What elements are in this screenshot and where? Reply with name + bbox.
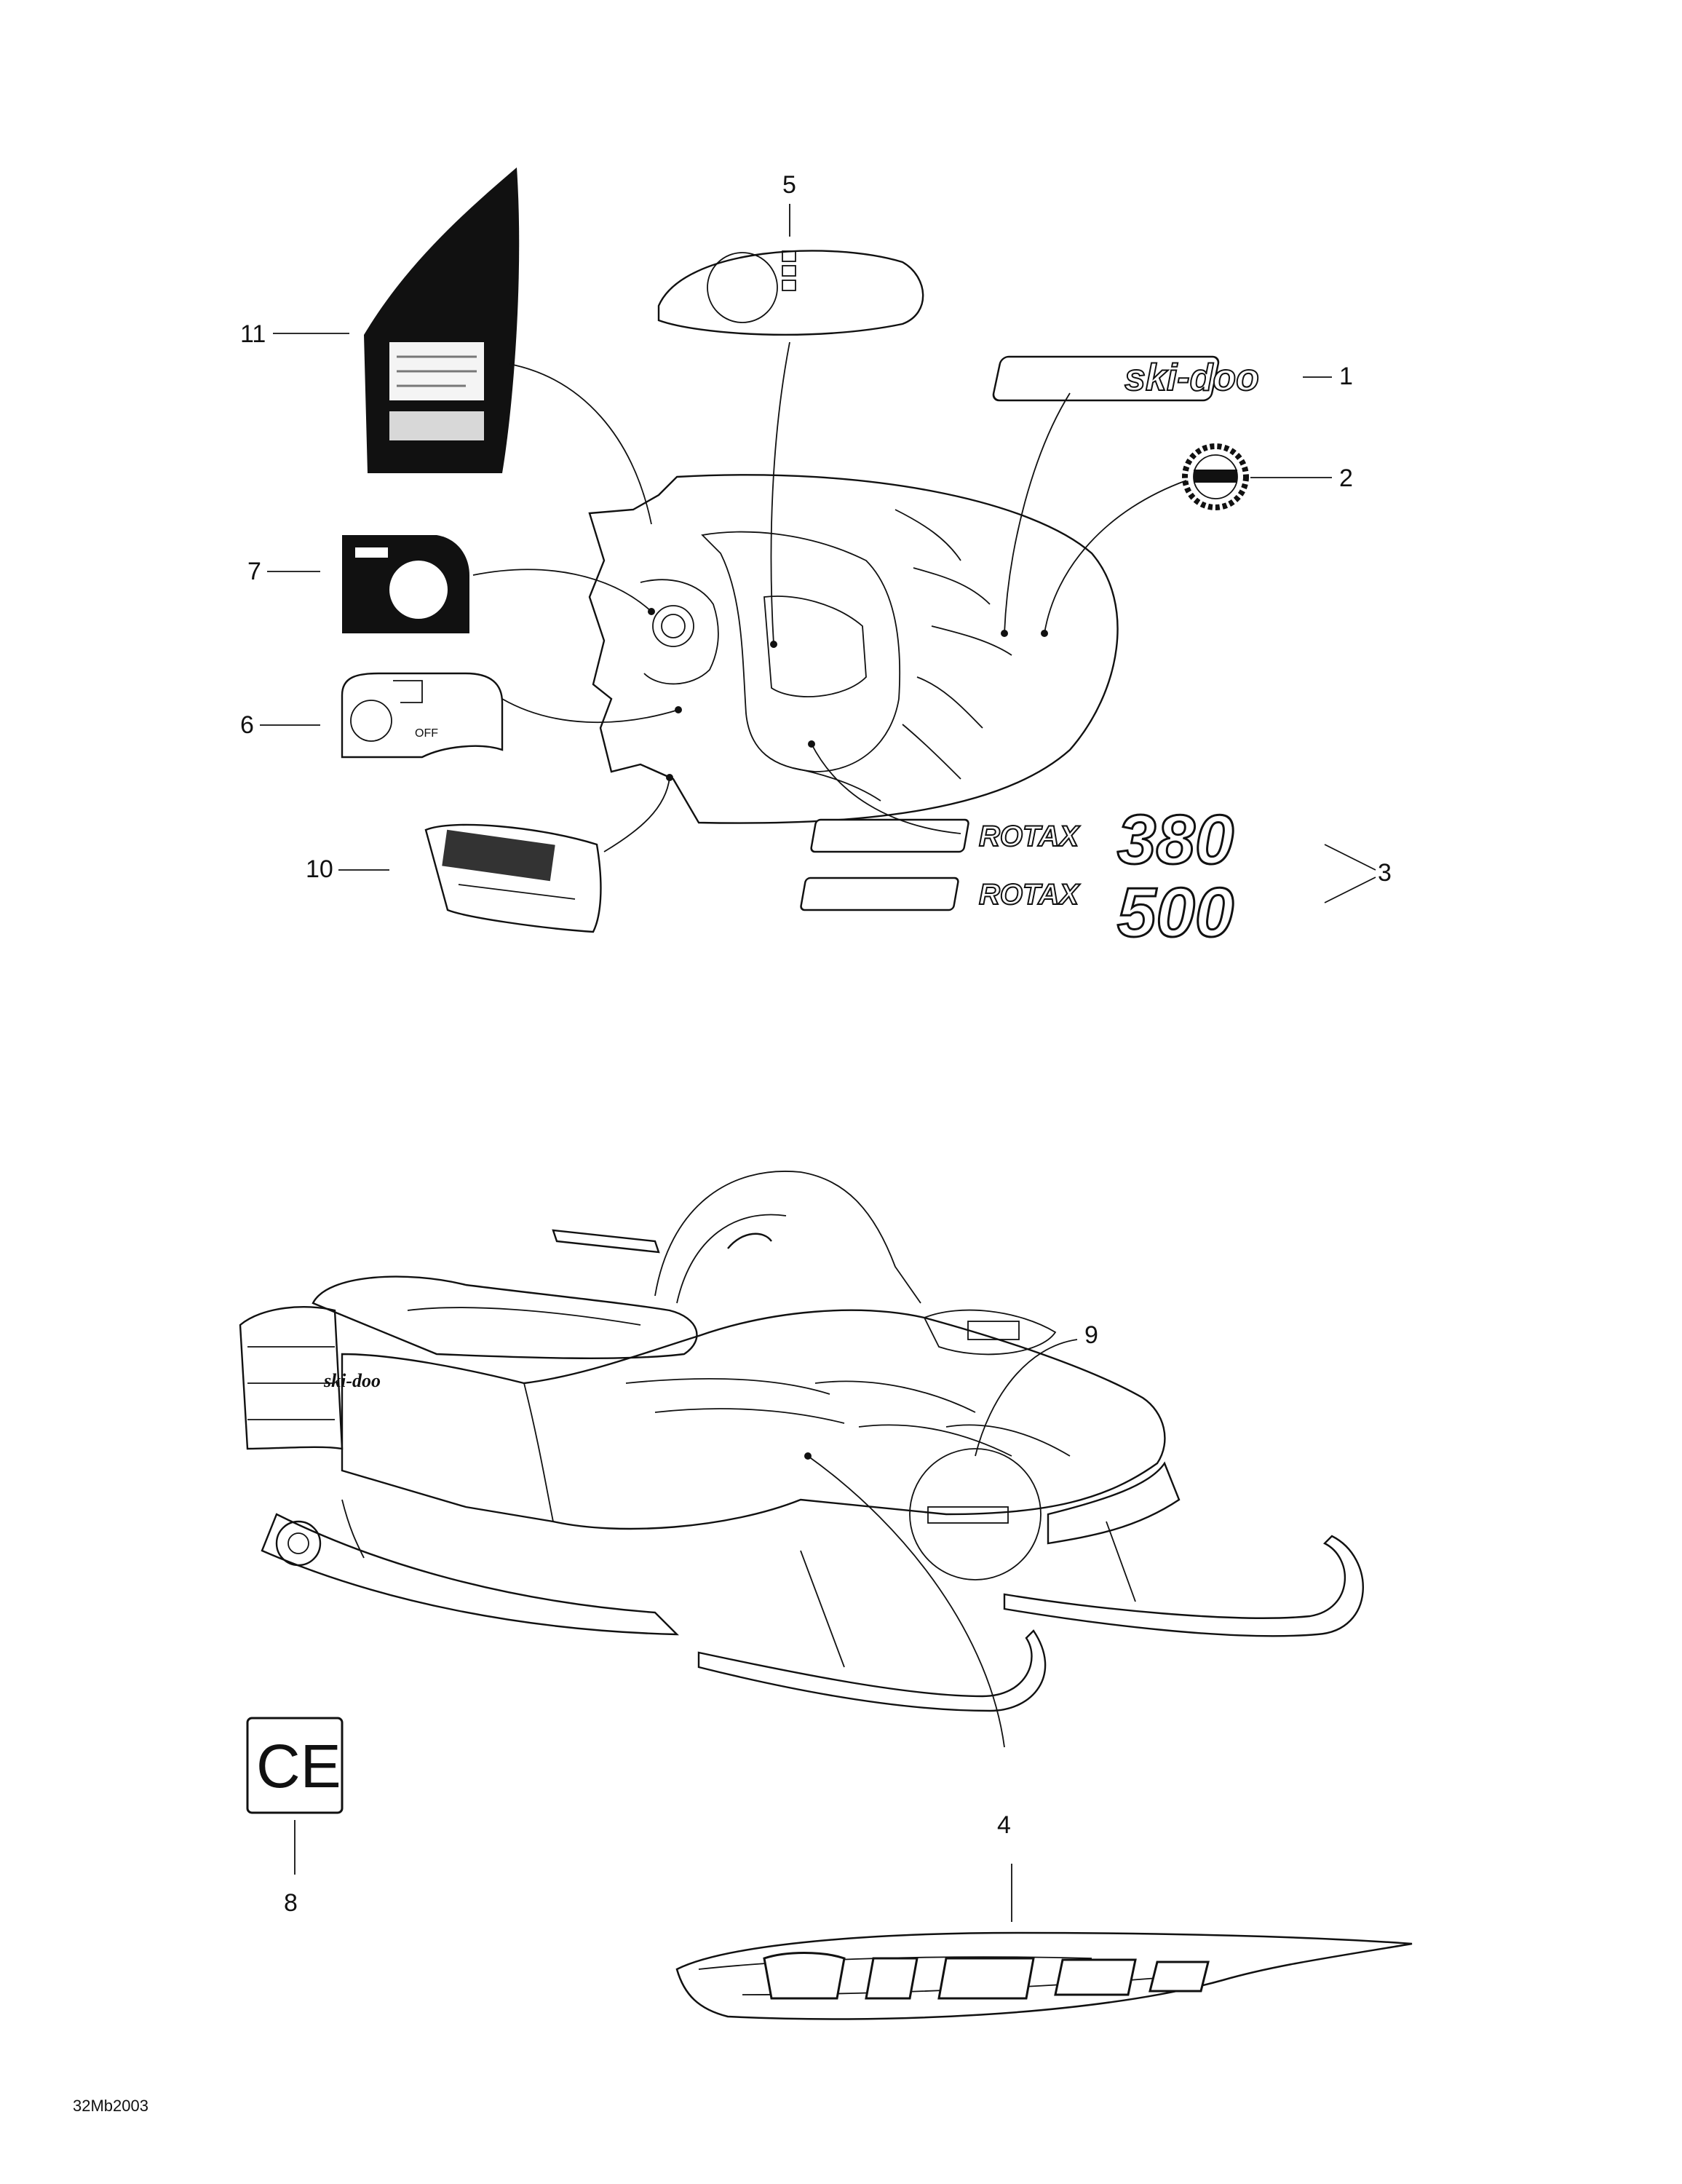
callout-6: 6	[240, 711, 254, 739]
callout-1: 1	[1339, 363, 1353, 390]
callout-10: 10	[306, 855, 333, 883]
hood-top-view	[588, 474, 1119, 824]
skidoo-logo-text: ski-doo	[1124, 357, 1259, 399]
callout-3: 3	[1378, 859, 1392, 887]
decal-3-rotax-logos: ROTAX 380 ROTAX 500	[800, 743, 1376, 953]
svg-text:OFF: OFF	[415, 727, 438, 740]
decal-2-gear-emblem	[1044, 443, 1249, 634]
rotax-word-2: ROTAX	[979, 879, 1080, 911]
callout-11: 11	[240, 320, 266, 348]
decal-6-switch-label: OFF	[341, 672, 679, 759]
ce-mark-text: CE	[256, 1732, 341, 1800]
callout-2: 2	[1339, 464, 1353, 492]
rotax-word-1: ROTAX	[979, 820, 1080, 852]
callout-9: 9	[1084, 1321, 1098, 1349]
rotax-380: 380	[1117, 801, 1234, 879]
decal-11-warning-label	[364, 167, 652, 525]
decal-5-oval-panel	[657, 250, 924, 645]
callout-4: 4	[997, 1811, 1011, 1839]
decal-8-ce-mark: CE	[246, 1717, 344, 1875]
figure-code: 32Mb2003	[73, 2097, 148, 2115]
snowmobile-side-view: ski-doo	[239, 1171, 1364, 1748]
rotax-500: 500	[1117, 874, 1234, 951]
decal-4-script-stripe	[675, 1864, 1413, 2020]
decal-7-dark-label	[342, 535, 652, 633]
callout-7: 7	[247, 558, 261, 585]
callout-8: 8	[284, 1889, 298, 1917]
tunnel-skidoo-text: ski-doo	[323, 1370, 381, 1391]
decal-1-skidoo-logo: ski-doo	[992, 355, 1260, 634]
callout-5: 5	[782, 171, 796, 199]
callouts-top: 5 1 2 3 11 7 6 10	[240, 171, 1392, 887]
decal-10-tilted-label	[424, 777, 670, 933]
callouts-bottom: 9 4 8	[284, 1321, 1098, 1917]
